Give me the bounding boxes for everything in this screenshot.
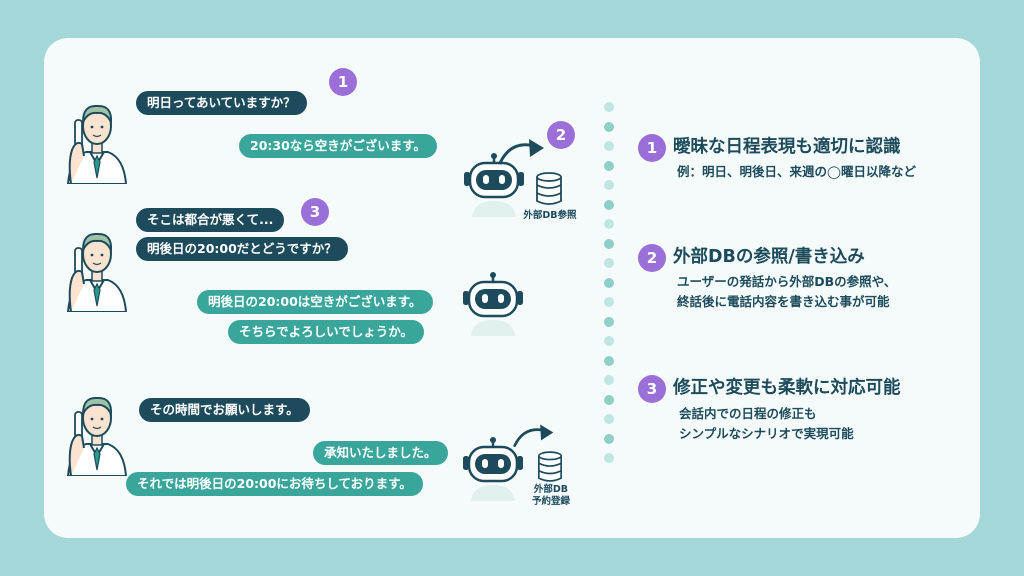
divider-dot: [604, 453, 614, 463]
bot-message-4: 承知いたしました。: [313, 441, 448, 465]
divider-dot: [604, 180, 614, 190]
divider-dot: [604, 219, 614, 229]
divider-dot: [604, 433, 614, 444]
step-badge-2: 2: [547, 121, 575, 149]
divider-dot: [604, 102, 614, 112]
arrow-to-db-icon: [512, 422, 556, 450]
divider-dot: [604, 297, 614, 307]
feature-badge-1: 1: [638, 134, 666, 162]
feature-title-3: 修正や変更も柔軟に対応可能: [673, 378, 901, 398]
feature-desc-2a: ユーザーの発話から外部DBの参照や、: [677, 274, 897, 289]
feature-badge-2: 2: [638, 244, 666, 272]
divider-dot: [604, 141, 614, 151]
feature-desc-1: 例：明日、明後日、来週の◯曜日以降など: [677, 164, 916, 179]
user-message-3: 明後日の20:00だとどうですか？: [136, 237, 348, 261]
user-on-phone-icon: [62, 386, 132, 476]
divider-dot: [604, 394, 614, 405]
divider-dot: [604, 277, 614, 288]
robot-icon: [461, 272, 525, 336]
feature-desc-2b: 終話後に電話内容を書き込む事が可能: [677, 294, 890, 309]
feature-title-1: 曖昧な日程表現も適切に認識: [673, 137, 901, 157]
feature-desc-3b: シンプルなシナリオで実現可能: [679, 426, 854, 441]
user-message-1: 明日ってあいていますか？: [136, 91, 307, 115]
step-badge-1: 1: [329, 68, 357, 96]
bot-message-3: そちらでよろしいでしょうか。: [228, 320, 425, 344]
bot-message-5: それでは明後日の20:00にお待ちしております。: [126, 472, 423, 496]
bot-message-2: 明後日の20:00は空きがございます。: [197, 290, 433, 314]
feature-title-2: 外部DBの参照/書き込み: [673, 247, 865, 267]
divider-dot: [604, 355, 614, 366]
divider-dot: [604, 258, 614, 268]
database-icon: [535, 172, 563, 206]
divider-dot: [604, 375, 614, 385]
divider-dot: [604, 199, 614, 210]
user-message-2: そこは都合が悪くて...: [136, 208, 285, 232]
user-on-phone-icon: [62, 94, 132, 184]
db-reference-label: 外部DB参照: [523, 210, 577, 221]
divider-dot: [604, 238, 614, 249]
user-on-phone-icon: [62, 222, 132, 312]
db-register-label: 外部DB 予約登録: [531, 484, 570, 507]
feature-badge-3: 3: [638, 375, 666, 403]
feature-desc-3a: 会話内での日程の修正も: [679, 406, 817, 421]
database-icon: [537, 451, 563, 483]
step-badge-3: 3: [301, 198, 329, 226]
divider-dot: [604, 414, 614, 424]
divider-dot: [604, 316, 614, 327]
user-message-4: その時間でお願いします。: [139, 398, 310, 422]
divider-dot: [604, 160, 614, 171]
bot-message-1: 20:30なら空きがございます。: [239, 134, 438, 158]
arrow-to-db-icon: [497, 137, 547, 167]
divider-dot: [604, 336, 614, 346]
divider-dot: [604, 121, 614, 132]
